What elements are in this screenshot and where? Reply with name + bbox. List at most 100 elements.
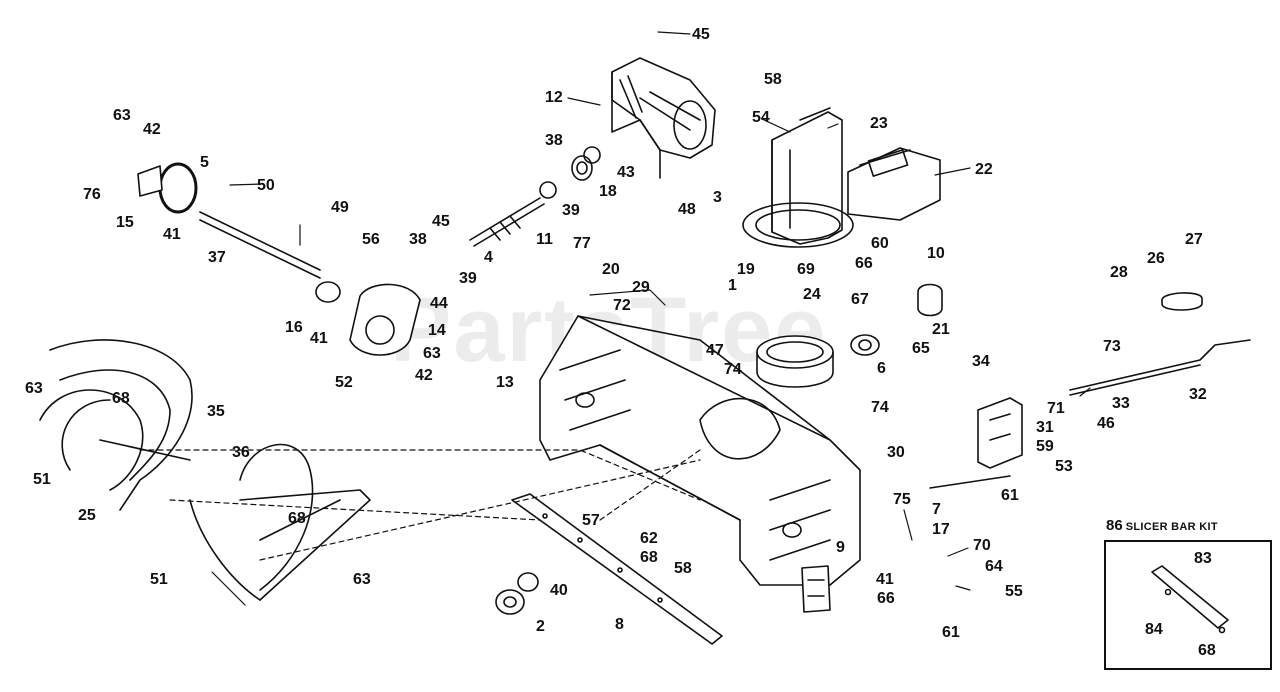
callout-label: 66 (855, 255, 873, 272)
bearing-part-10 (917, 283, 943, 317)
callout-label: 42 (415, 367, 433, 384)
callout-label: 15 (116, 214, 134, 231)
callout-label: 63 (423, 345, 441, 362)
callout-label: 41 (163, 226, 181, 243)
callout-label: 56 (362, 231, 380, 248)
slicer-bar-part-83 (1151, 565, 1229, 634)
bearing-part-2 (495, 589, 525, 615)
callout-label: 22 (975, 161, 993, 178)
callout-label: 75 (893, 491, 911, 508)
callout-label: 45 (692, 26, 710, 43)
bearing-part-43 (583, 146, 601, 164)
bracket-part-31 (977, 397, 1023, 469)
callout-label: 70 (973, 537, 991, 554)
callout-label: 59 (1036, 438, 1054, 455)
callout-label: 6 (877, 360, 886, 377)
impeller-part-12 (611, 57, 716, 179)
callout-label: 39 (459, 270, 477, 287)
bearing-housing-part-15 (137, 165, 163, 197)
callout-label: 20 (602, 261, 620, 278)
callout-label: 29 (632, 279, 650, 296)
callout-label: 53 (1055, 458, 1073, 475)
callout-label: 54 (752, 109, 770, 126)
callout-label: 41 (876, 571, 894, 588)
callout-label: 12 (545, 89, 563, 106)
callout-label: 63 (353, 571, 371, 588)
callout-label: 51 (150, 571, 168, 588)
callout-label: 57 (582, 512, 600, 529)
skid-shoe-part-9 (801, 565, 831, 613)
callout-label: 7 (932, 501, 941, 518)
callout-label: 74 (724, 361, 742, 378)
callout-label: 33 (1112, 395, 1130, 412)
callout-label: 51 (33, 471, 51, 488)
discharge-chute-part-23 (742, 107, 854, 248)
callout-label: 62 (640, 530, 658, 547)
callout-label: 38 (409, 231, 427, 248)
callout-label: 1 (728, 277, 737, 294)
worm-shaft-part-11 (469, 197, 545, 247)
callout-label: 11 (536, 231, 553, 248)
callout-label: 38 (545, 132, 563, 149)
bearing-part-39 (539, 181, 557, 199)
callout-label: 43 (617, 164, 635, 181)
callout-label: 39 (562, 202, 580, 219)
callout-label: 23 (870, 115, 888, 132)
bearing-part-6 (850, 334, 880, 356)
callout-label: 65 (912, 340, 930, 357)
callout-label: 8 (615, 616, 624, 633)
callout-label: 28 (1110, 264, 1128, 281)
callout-label: 24 (803, 286, 821, 303)
callout-label: 61 (942, 624, 960, 641)
callout-label: 2 (536, 618, 545, 635)
bearing-part-40 (517, 572, 539, 592)
callout-label: 3 (713, 189, 722, 206)
auger-right-part-36 (189, 443, 371, 601)
callout-label: 36 (232, 444, 250, 461)
callout-label: 32 (1189, 386, 1207, 403)
gasket-part-5 (158, 162, 198, 214)
callout-label: 68 (640, 549, 658, 566)
callout-label: 26 (1147, 250, 1165, 267)
callout-label: 34 (972, 353, 990, 370)
callout-label: 35 (207, 403, 225, 420)
callout-label: 47 (706, 342, 724, 359)
callout-label: 17 (932, 521, 950, 538)
auger-shaft-part-37 (199, 211, 341, 303)
callout-label: 10 (927, 245, 945, 262)
callout-label: 9 (836, 539, 845, 556)
callout-label: 41 (310, 330, 328, 347)
callout-label: 58 (674, 560, 692, 577)
callout-label: 45 (432, 213, 450, 230)
callout-label: 21 (932, 321, 950, 338)
crank-rod-part-32 (1069, 339, 1251, 396)
callout-label: 84 (1145, 621, 1163, 638)
callout-label: 77 (573, 235, 591, 252)
callout-label: 42 (143, 121, 161, 138)
callout-label: 27 (1185, 231, 1203, 248)
callout-label: 61 (1001, 487, 1019, 504)
callout-label: 5 (200, 154, 209, 171)
callout-label: 19 (737, 261, 755, 278)
callout-label: 48 (678, 201, 696, 218)
callout-label: 83 (1194, 550, 1212, 567)
callout-label: 71 (1047, 400, 1065, 417)
callout-label: 67 (851, 291, 869, 308)
callout-label: 18 (599, 183, 617, 200)
callout-label: 72 (613, 297, 631, 314)
rod-part-7 (929, 475, 1011, 489)
callout-label: 14 (428, 322, 446, 339)
bearing-part-18 (571, 155, 593, 181)
callout-label: 74 (871, 399, 889, 416)
callout-label: 73 (1103, 338, 1121, 355)
callout-label: 76 (83, 186, 101, 203)
auger-left-part-35 (39, 339, 193, 511)
callout-label: 31 (1036, 419, 1054, 436)
callout-label: 52 (335, 374, 353, 391)
scraper-bar-part-8 (511, 493, 723, 645)
callout-label: 49 (331, 199, 349, 216)
chute-ring-part-74 (756, 335, 834, 388)
